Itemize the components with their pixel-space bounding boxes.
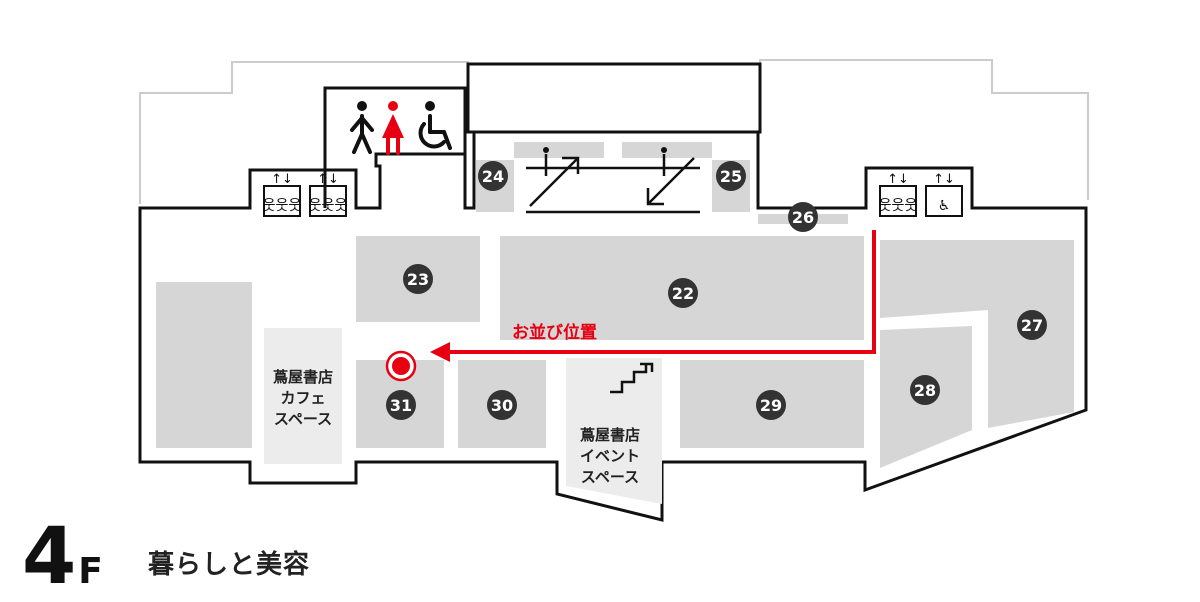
route-line <box>446 230 876 354</box>
restroom-block <box>323 86 467 208</box>
svg-text:웃웃웃: 웃웃웃 <box>309 198 348 214</box>
unit-badge-30[interactable]: 30 <box>487 390 517 420</box>
svg-text:↑↓: ↑↓ <box>887 172 909 187</box>
svg-text:23: 23 <box>407 270 429 289</box>
side-unit-area <box>156 282 252 448</box>
svg-text:30: 30 <box>491 396 513 415</box>
cafe-space-label-2: カフェ <box>280 389 325 407</box>
svg-text:31: 31 <box>390 396 412 415</box>
svg-text:29: 29 <box>760 396 782 415</box>
escalators <box>526 154 700 214</box>
woman-icon <box>382 101 404 155</box>
man-icon <box>350 101 374 154</box>
svg-text:웃웃웃: 웃웃웃 <box>263 198 302 214</box>
floor-outline <box>138 130 1088 522</box>
unit-badge-26[interactable]: 26 <box>788 202 818 232</box>
wheelchair-icon <box>418 101 452 150</box>
event-space-label-1: 蔦屋書店 <box>580 426 640 444</box>
svg-text:28: 28 <box>914 381 936 400</box>
svg-text:♿: ♿ <box>938 198 951 214</box>
current-location-icon <box>385 350 417 382</box>
unit-badge-27[interactable]: 27 <box>1017 310 1047 340</box>
event-space-label-3: スペース <box>581 468 639 486</box>
escalator-up-icon <box>562 156 580 174</box>
floor-title: 暮らしと美容 <box>148 550 311 580</box>
svg-text:24: 24 <box>482 167 504 186</box>
svg-text:27: 27 <box>1021 316 1043 335</box>
unit-badge-25[interactable]: 25 <box>716 161 746 191</box>
floor-indicator: 4 F <box>22 518 103 596</box>
svg-text:22: 22 <box>672 284 694 303</box>
upper-void <box>466 62 762 134</box>
svg-text:25: 25 <box>720 167 742 186</box>
unit-badge-22[interactable]: 22 <box>668 278 698 308</box>
unit-badge-28[interactable]: 28 <box>910 375 940 405</box>
unit-badges: 22 23 24 25 26 27 28 29 30 31 <box>386 161 1047 420</box>
stairs-icon <box>610 362 654 394</box>
unit-badge-31[interactable]: 31 <box>386 390 416 420</box>
event-space-area[interactable] <box>566 358 662 504</box>
svg-text:↑↓: ↑↓ <box>933 172 955 187</box>
cafe-space-label-3: スペース <box>274 410 332 428</box>
elevator-icon <box>263 185 301 217</box>
elevator-icon <box>925 185 963 217</box>
event-space-label-2: イベント <box>580 447 640 465</box>
unit-badge-24[interactable]: 24 <box>478 161 508 191</box>
elevator-icon <box>309 185 347 217</box>
unit-badge-29[interactable]: 29 <box>756 390 786 420</box>
route-arrowhead <box>430 342 450 362</box>
svg-text:웃웃웃: 웃웃웃 <box>879 198 918 214</box>
esc-block-left <box>514 142 604 158</box>
unit-27-area[interactable] <box>880 240 1074 428</box>
svg-text:↑↓: ↑↓ <box>317 172 339 187</box>
cafe-space-label-1: 蔦屋書店 <box>273 368 333 386</box>
elevator-icon <box>879 185 917 217</box>
svg-text:↑↓: ↑↓ <box>271 172 293 187</box>
unit-badge-23[interactable]: 23 <box>403 264 433 294</box>
cafe-space-area[interactable] <box>264 328 342 464</box>
floor-number: 4 <box>22 512 76 602</box>
floor-suffix: F <box>78 551 103 592</box>
escalator-down-icon <box>646 188 664 206</box>
route-label: お並び位置 <box>512 322 597 343</box>
elevators <box>263 185 963 217</box>
svg-text:26: 26 <box>792 208 814 227</box>
